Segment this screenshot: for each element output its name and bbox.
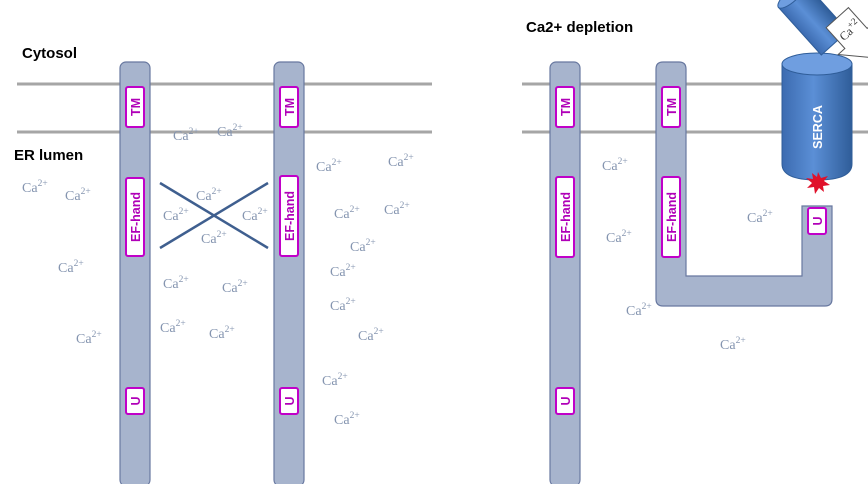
tm-domain	[279, 86, 299, 128]
calcium-ion: Ca2+	[626, 302, 652, 319]
calcium-ions: Ca2+Ca2+Ca2+Ca2+Ca2+Ca2+Ca2+Ca2+Ca2+Ca2+…	[22, 123, 773, 428]
calcium-ion: Ca2+	[350, 238, 376, 255]
calcium-ion: Ca2+	[334, 205, 360, 222]
calcium-ion: Ca2+	[209, 325, 235, 342]
calcium-ion: Ca2+	[173, 127, 199, 144]
serca-label: SERCA	[811, 105, 825, 149]
stim-rod-3: TM EF-hand U	[549, 61, 581, 484]
calcium-ion: Ca2+	[22, 179, 48, 196]
u-domain	[807, 207, 827, 235]
tm-label: TM	[283, 98, 297, 116]
calcium-ion: Ca2+	[384, 201, 410, 218]
depletion-label: Ca2+ depletion	[526, 19, 633, 36]
calcium-ion: Ca2+	[330, 263, 356, 280]
er-lumen-label: ER lumen	[14, 147, 83, 164]
calcium-ion: Ca2+	[316, 158, 342, 175]
calcium-ion: Ca2+	[58, 259, 84, 276]
tm-label: TM	[129, 98, 143, 116]
ef-hand-label: EF-hand	[129, 192, 143, 242]
u-domain	[125, 387, 145, 415]
contact-spark	[806, 172, 830, 194]
calcium-ion: Ca2+	[160, 319, 186, 336]
tm-domain	[661, 86, 681, 128]
u-label: U	[129, 396, 143, 405]
calcium-ion: Ca2+	[242, 207, 268, 224]
stim-rod-2: TM EF-hand U	[273, 61, 305, 484]
tm-domain	[555, 86, 575, 128]
calcium-ion: Ca2+	[65, 187, 91, 204]
calcium-ion: Ca2+	[388, 153, 414, 170]
tm-domain	[125, 86, 145, 128]
calcium-ion: Ca2+	[334, 411, 360, 428]
ca-pump-arrow: Ca+2	[825, 6, 868, 59]
u-label: U	[811, 216, 825, 225]
ef-hand-label: EF-hand	[283, 191, 297, 241]
calcium-ion: Ca2+	[358, 327, 384, 344]
stim-rod-bent: TM EF-hand U	[655, 61, 833, 307]
ef-hand-label: EF-hand	[559, 192, 573, 242]
ef-hand-label: EF-hand	[665, 192, 679, 242]
calcium-ion: Ca2+	[747, 209, 773, 226]
ef-hand-domain	[661, 176, 681, 258]
calcium-ion: Ca2+	[330, 297, 356, 314]
tm-label: TM	[559, 98, 573, 116]
calcium-ion: Ca2+	[222, 279, 248, 296]
cytosol-label: Cytosol	[22, 45, 77, 62]
u-label: U	[283, 396, 297, 405]
interaction-blocked-cross	[159, 181, 269, 250]
calcium-ion: Ca2+	[163, 275, 189, 292]
calcium-ion: Ca2+	[76, 330, 102, 347]
calcium-ion: Ca2+	[217, 123, 243, 140]
calcium-ion: Ca2+	[720, 336, 746, 353]
serca-pump: SERCA Ca+2	[777, 0, 868, 194]
calcium-ion: Ca2+	[163, 207, 189, 224]
u-domain	[555, 387, 575, 415]
calcium-ion: Ca2+	[201, 230, 227, 247]
stim-rod-1: TM EF-hand U	[119, 61, 151, 484]
ef-hand-domain	[125, 177, 145, 257]
calcium-ion: Ca2+	[606, 229, 632, 246]
membrane-left	[17, 82, 432, 134]
calcium-ion: Ca2+	[602, 157, 628, 174]
tm-label: TM	[665, 98, 679, 116]
u-label: U	[559, 396, 573, 405]
u-domain	[279, 387, 299, 415]
calcium-ion: Ca2+	[322, 372, 348, 389]
ef-hand-domain	[555, 176, 575, 258]
calcium-ion: Ca2+	[196, 187, 222, 204]
ef-hand-domain	[279, 175, 299, 257]
